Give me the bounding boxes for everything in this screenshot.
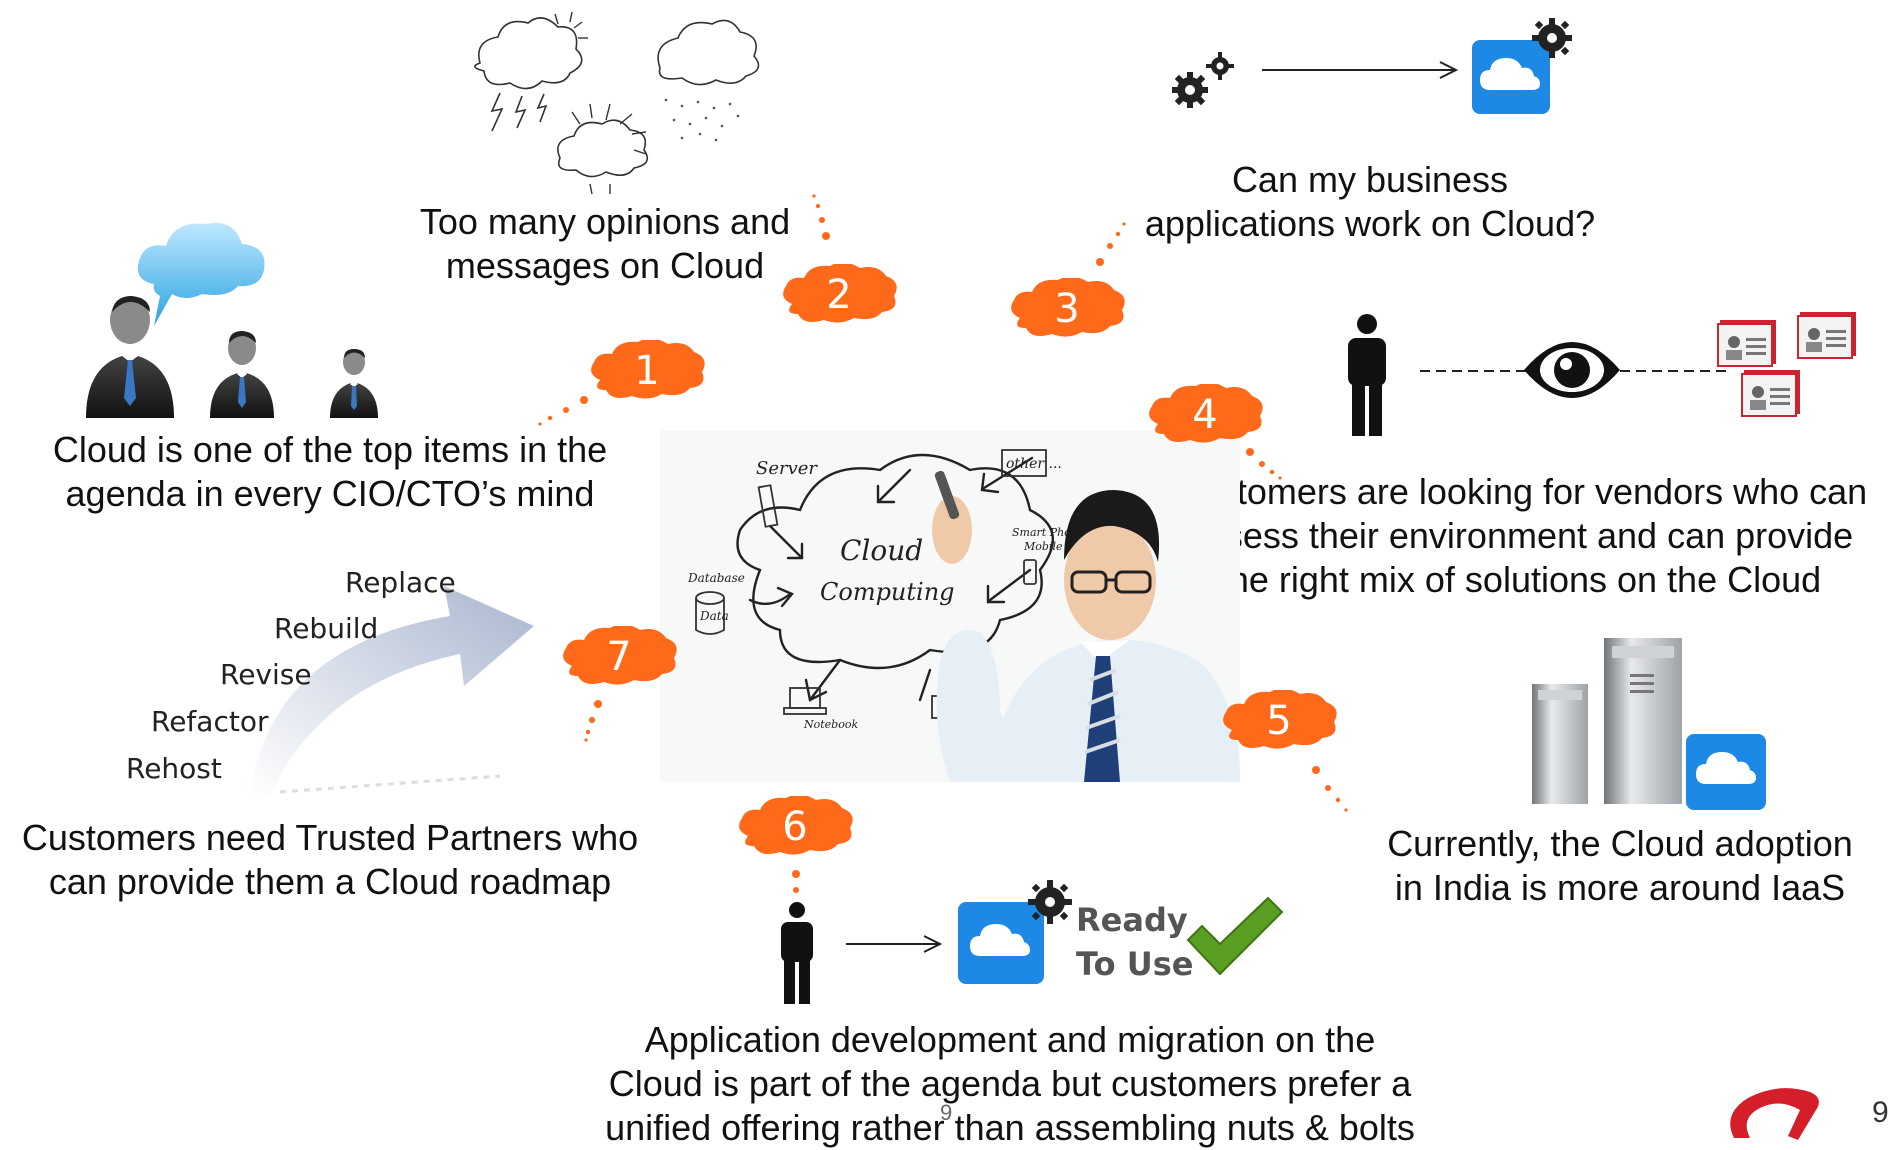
caption-applications-line1: Can my business (1231, 159, 1509, 200)
sketch-data: Data (699, 609, 729, 623)
caption-opinions-line1: Too many opinions and (419, 201, 791, 242)
caption-trusted-partners-line1: Customers need Trusted Partners who (21, 817, 639, 858)
caption-vendors-line1: Customers are looking for vendors who ca… (1172, 471, 1868, 512)
sketch-server: Server (756, 458, 818, 479)
bubble-4-number: 4 (1192, 392, 1218, 438)
arrow-right-icon-2 (846, 935, 943, 953)
caption-vendors: Customers are looking for vendors who ca… (1150, 470, 1890, 602)
profile-cards-icon (1717, 312, 1856, 417)
sketch-database: Database (687, 571, 745, 585)
sketch-computing: Computing (820, 578, 955, 606)
caption-iaas: Currently, the Cloud adoption in India i… (1370, 822, 1870, 910)
businessmen-icon (86, 296, 378, 418)
company-logo (1730, 1088, 1819, 1140)
cloud-tile-gear-icon (1472, 18, 1572, 114)
caption-unified-line1: Application development and migration on… (644, 1019, 1376, 1060)
storm-clouds-icon (474, 11, 760, 195)
center-page-mark: 9 (940, 1100, 953, 1125)
caption-applications-line2: applications work on Cloud? (1144, 203, 1596, 244)
sketch-notebook: Notebook (803, 718, 858, 731)
ready-line2: To Use (1076, 945, 1194, 983)
bubble-4: 4 (1144, 384, 1266, 446)
sketch-mobile: Mobile (1023, 540, 1063, 553)
bubble-5: 5 (1218, 690, 1340, 752)
stage-revise: Revise (220, 658, 312, 691)
ready-to-use-label: Ready To Use (1076, 898, 1193, 986)
caption-opinions-line2: messages on Cloud (445, 245, 765, 286)
caption-trusted-partners: Customers need Trusted Partners who can … (0, 816, 660, 904)
arrow-right-icon (1262, 61, 1459, 79)
caption-cio-agenda: Cloud is one of the top items in the age… (20, 428, 640, 516)
bubble-6-number: 6 (782, 804, 808, 850)
stage-rehost: Rehost (126, 752, 222, 785)
servers-cloud-icon (1532, 638, 1766, 810)
caption-vendors-line2: assess their environment and can provide (1186, 515, 1854, 556)
caption-unified-line2: Cloud is part of the agenda but customer… (608, 1063, 1412, 1104)
sketch-cloud: Cloud (840, 534, 923, 567)
caption-iaas-line1: Currently, the Cloud adoption (1387, 823, 1853, 864)
checkmark-icon (1186, 896, 1284, 976)
gears-icon (1172, 52, 1234, 108)
bubble-1-number: 1 (634, 348, 660, 394)
stage-refactor: Refactor (151, 705, 269, 738)
bubble-3-number: 3 (1054, 286, 1080, 332)
caption-vendors-line3: the right mix of solutions on the Cloud (1218, 559, 1822, 600)
bubble-5-number: 5 (1266, 698, 1292, 744)
sketch-other: other ... (1006, 456, 1062, 472)
eye-icon (1524, 342, 1620, 398)
stage-replace: Replace (345, 566, 456, 599)
bubble-1: 1 (586, 340, 708, 402)
bubble-7-number: 7 (606, 634, 632, 680)
person-icon (1348, 314, 1386, 436)
dashed-connector (1420, 370, 1730, 372)
caption-opinions: Too many opinions and messages on Cloud (395, 200, 815, 288)
caption-cio-agenda-line1: Cloud is one of the top items in the (52, 429, 608, 470)
cloud-sketch: Server other ... Cloud Computing Smart P… (687, 449, 1240, 782)
page-number: 9 (1872, 1096, 1889, 1129)
cloud-tile-gear-icon-2 (958, 880, 1072, 984)
bubble-3: 3 (1006, 278, 1128, 340)
bubble-2-number: 2 (826, 272, 852, 318)
ready-line1: Ready (1076, 901, 1188, 939)
caption-trusted-partners-line2: can provide them a Cloud roadmap (48, 861, 612, 902)
caption-applications: Can my business applications work on Clo… (1120, 158, 1620, 246)
bubble-2: 2 (778, 264, 900, 326)
person-icon-small (781, 902, 813, 1004)
bubble-6: 6 (734, 796, 856, 858)
cloud-computing-illustration: Server other ... Cloud Computing Smart P… (660, 430, 1240, 782)
bubble-7: 7 (558, 626, 680, 688)
speech-cloud-icon (137, 222, 265, 326)
curved-arrow-graphic (250, 586, 534, 796)
stage-rebuild: Rebuild (274, 612, 379, 645)
caption-iaas-line2: in India is more around IaaS (1394, 867, 1846, 908)
caption-cio-agenda-line2: agenda in every CIO/CTO’s mind (65, 473, 595, 514)
